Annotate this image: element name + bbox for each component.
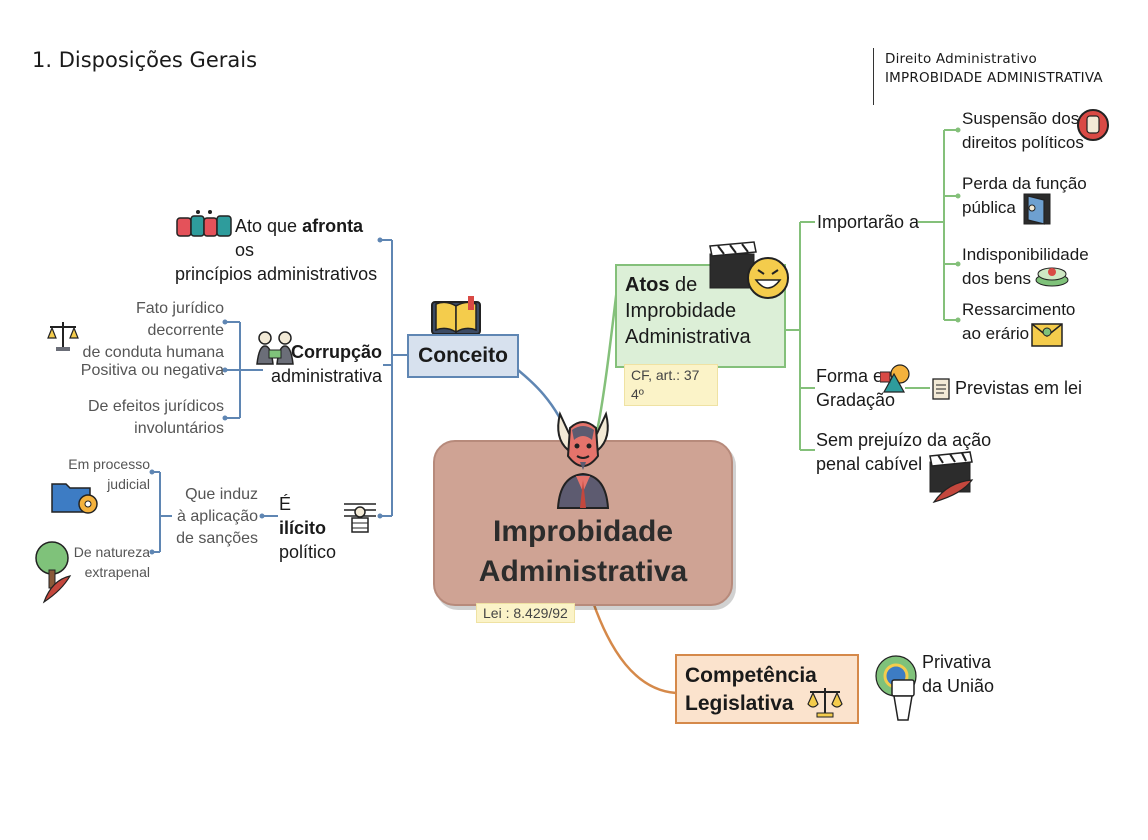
atos-note: CF, art.: 37 4º bbox=[624, 364, 718, 406]
money-stack-icon bbox=[1035, 267, 1069, 287]
afronta-post: os bbox=[235, 240, 255, 260]
corruption-icon bbox=[256, 331, 294, 365]
forma-line2: Gradação bbox=[816, 390, 896, 410]
corrupcao-item-fato-line1: Fato jurídico decorrente bbox=[135, 300, 224, 339]
atos-title-rest: de bbox=[669, 274, 698, 296]
ilicito-sanction[interactable]: Que induz à aplicação de sanções bbox=[168, 484, 258, 550]
ilicito-item-processo-line2: judicial bbox=[107, 476, 150, 492]
balance-scales-icon bbox=[807, 688, 843, 718]
atos-note-line2: 4º bbox=[631, 386, 644, 402]
penal-node[interactable]: Sem prejuízo da ação penal cabível bbox=[816, 428, 991, 476]
ilicito-pre: É bbox=[279, 494, 292, 514]
competencia-line1: Competência bbox=[685, 664, 817, 687]
importarao-item-suspensao-line1: Suspensão dos bbox=[962, 109, 1080, 128]
clapper-laugh-icon bbox=[709, 241, 789, 299]
book-icon bbox=[431, 296, 481, 335]
afronta-bold: afronta bbox=[302, 216, 364, 236]
corrupcao-line1: Corrupção bbox=[290, 342, 382, 362]
ilicito-line2: político bbox=[279, 542, 337, 562]
ilicito-bold: ilícito bbox=[279, 518, 327, 538]
central-note: Lei : 8.429/92 bbox=[476, 603, 575, 623]
corrupcao-node[interactable]: Corrupção administrativa bbox=[262, 340, 382, 388]
importarao-item-indisponibilidade-line1: Indisponibilidade bbox=[962, 245, 1089, 264]
atos-line2: Improbidade bbox=[625, 300, 737, 322]
atos-line3: Administrativa bbox=[625, 326, 751, 348]
header-divider bbox=[873, 48, 874, 105]
competencia-child[interactable]: Privativa da União bbox=[922, 650, 994, 698]
atos-note-line1: CF, art.: 37 bbox=[631, 367, 700, 383]
penal-line1: Sem prejuízo da ação bbox=[816, 430, 992, 450]
corrupcao-item-efeitos-line2: involuntários bbox=[134, 420, 224, 437]
competencia-line2: Legislativa bbox=[685, 692, 794, 715]
clapper-feather-icon bbox=[929, 451, 974, 504]
ilicito-item-processo-line1: Em processo bbox=[68, 456, 150, 472]
ilicito-sanction-line1: Que induz bbox=[185, 486, 258, 503]
forma-line1: Forma e bbox=[816, 366, 884, 386]
central-title-line1: Improbidade bbox=[492, 515, 673, 548]
importarao-item-ressarcimento[interactable]: Ressarcimento ao erário bbox=[962, 298, 1075, 346]
scroll-icon bbox=[932, 378, 950, 400]
central-title: Improbidade Administrativa bbox=[433, 512, 733, 592]
forma-child[interactable]: Previstas em lei bbox=[955, 378, 1083, 398]
folder-gear-icon bbox=[51, 483, 98, 514]
tree-feather-icon bbox=[35, 541, 72, 604]
ilicito-item-processo[interactable]: Em processo judicial bbox=[64, 454, 150, 494]
importarao-item-ressarcimento-line2: ao erário bbox=[962, 324, 1030, 343]
corrupcao-item-fato[interactable]: Fato jurídico decorrente de conduta huma… bbox=[60, 298, 224, 364]
afronta-line2: princípios administrativos bbox=[175, 264, 378, 284]
stop-hand-icon bbox=[1077, 109, 1109, 141]
corrupcao-item-fato-line2: de conduta humana bbox=[82, 344, 224, 361]
corrupcao-line2: administrativa bbox=[270, 366, 382, 386]
corrupcao-item-positiva[interactable]: Positiva ou negativa bbox=[80, 362, 224, 379]
ilicito-item-natureza-line1: De natureza bbox=[73, 544, 150, 560]
brazil-coat-of-arms-icon bbox=[875, 655, 917, 721]
ilicito-item-natureza[interactable]: De natureza extrapenal bbox=[64, 542, 150, 582]
competencia-node[interactable]: Competência Legislativa bbox=[675, 654, 859, 724]
protest-icon bbox=[176, 210, 232, 237]
conceito-node[interactable]: Conceito bbox=[407, 334, 519, 378]
corrupcao-item-efeitos[interactable]: De efeitos jurídicos involuntários bbox=[60, 396, 224, 440]
importarao-item-suspensao-line2: direitos políticos bbox=[962, 133, 1084, 152]
scales-icon bbox=[47, 322, 79, 351]
afronta-node[interactable]: Ato que afronta os princípios administra… bbox=[175, 214, 385, 286]
shapes-icon bbox=[880, 364, 910, 393]
atos-title-bold: Atos bbox=[625, 274, 670, 296]
forma-node[interactable]: Forma e Gradação bbox=[816, 364, 895, 412]
ilicito-item-natureza-line2: extrapenal bbox=[84, 564, 150, 580]
exit-door-icon bbox=[1023, 193, 1051, 225]
corrupcao-item-efeitos-line1: De efeitos jurídicos bbox=[87, 398, 224, 415]
competencia-child-line2: da União bbox=[922, 676, 995, 696]
ilicito-sanction-line2: à aplicação bbox=[177, 508, 258, 525]
devil-icon bbox=[556, 411, 610, 509]
central-title-line2: Administrativa bbox=[478, 555, 688, 588]
header-subject-block: Direito Administrativo IMPROBIDADE ADMIN… bbox=[885, 50, 1103, 88]
importarao-node[interactable]: Importarão a bbox=[817, 212, 920, 232]
ilicito-sanction-line3: de sanções bbox=[176, 530, 258, 547]
afronta-pre: Ato que bbox=[235, 216, 303, 236]
ilicito-node[interactable]: É ilícito político bbox=[279, 492, 343, 564]
importarao-item-ressarcimento-line1: Ressarcimento bbox=[962, 300, 1076, 319]
competencia-child-line1: Privativa bbox=[922, 652, 992, 672]
importarao-item-perda[interactable]: Perda da função pública bbox=[962, 172, 1087, 220]
page-title: 1. Disposições Gerais bbox=[32, 48, 258, 72]
prisoner-icon bbox=[344, 503, 376, 533]
penal-line2: penal cabível bbox=[816, 454, 923, 474]
importarao-item-suspensao[interactable]: Suspensão dos direitos políticos bbox=[962, 107, 1084, 155]
header-topic: IMPROBIDADE ADMINISTRATIVA bbox=[885, 70, 1103, 86]
importarao-item-indisponibilidade[interactable]: Indisponibilidade dos bens bbox=[962, 243, 1089, 291]
header-subject: Direito Administrativo bbox=[885, 51, 1037, 67]
importarao-item-perda-line1: Perda da função bbox=[962, 174, 1087, 193]
importarao-item-perda-line2: pública bbox=[962, 198, 1016, 217]
money-envelope-icon bbox=[1031, 323, 1063, 347]
importarao-item-indisponibilidade-line2: dos bens bbox=[962, 269, 1031, 288]
